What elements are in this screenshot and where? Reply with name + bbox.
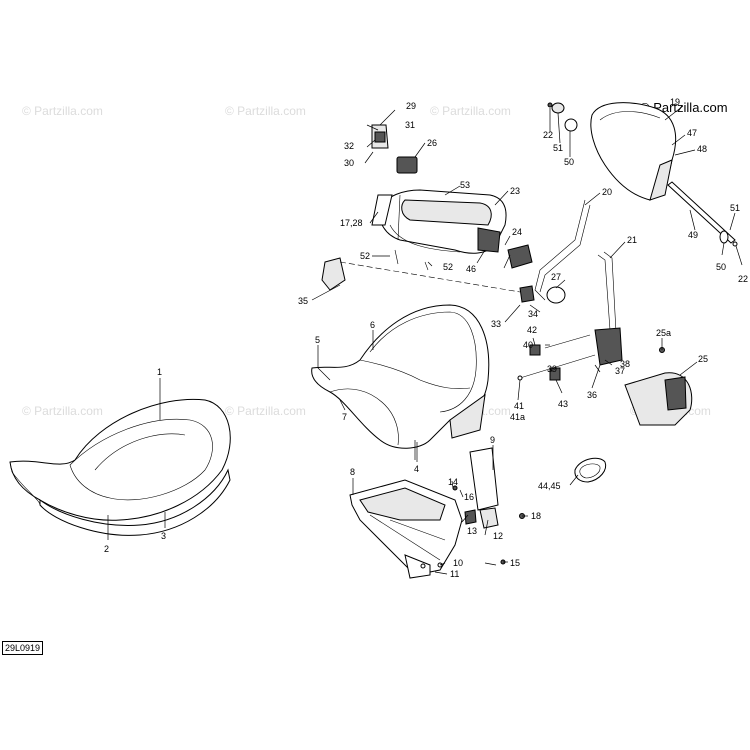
latch-36-38 [594,327,623,366]
part-27 [546,286,566,304]
callout-33: 33 [491,319,501,329]
driver-seat-assembly [9,398,231,536]
watermark: © Partzilla.com [22,404,103,418]
watermark: © Partzilla.com [430,104,511,118]
callout-36: 36 [587,390,597,400]
callout-18: 18 [531,511,541,521]
callout-13: 13 [467,526,477,536]
callout-11: 11 [450,569,459,579]
callout-4: 4 [414,464,419,474]
callout-40: 40 [523,340,533,350]
callout-29: 29 [406,101,416,111]
watermark: © Partzilla.com [225,404,306,418]
callout-2: 2 [104,544,109,554]
callout-16: 16 [464,492,474,502]
part-13 [464,509,477,525]
callout-38: 38 [620,359,630,369]
callout-27: 27 [551,272,561,282]
callout-32: 32 [344,141,354,151]
callout-1: 1 [157,367,162,377]
washer-51-top [551,102,565,114]
gasket-44-45 [574,457,607,483]
callout-51-top: 51 [553,143,563,153]
callout-53: 53 [460,180,470,190]
callout-37: 37 [615,366,625,376]
callout-19: 19 [670,97,680,107]
callout-42: 42 [527,325,537,335]
callout-50-top: 50 [564,157,574,167]
screw-52 [424,261,429,271]
part-12 [479,507,499,529]
part-24 [507,244,533,269]
callout-6: 6 [370,320,375,330]
callout-31: 31 [405,120,415,130]
screw-22-top [547,102,553,108]
callout-52-left: 52 [360,251,370,261]
callout-43: 43 [558,399,568,409]
callout-15: 15 [510,558,520,568]
callout-3: 3 [161,531,166,541]
callout-21: 21 [627,235,637,245]
callout-50-right: 50 [716,262,726,272]
callout-34: 34 [528,309,538,319]
callout-17-28: 17,28 [340,218,363,228]
callout-48: 48 [697,144,707,154]
watermark: © Partzilla.com [225,104,306,118]
clip-35 [321,257,346,291]
callout-9: 9 [490,435,495,445]
callout-41: 41 [514,401,524,411]
plate-9 [469,447,499,511]
callout-14: 14 [448,477,458,487]
callout-44-45: 44,45 [538,481,561,491]
callout-35: 35 [298,296,308,306]
callout-20: 20 [602,187,612,197]
callout-12: 12 [493,531,503,541]
part-39 [549,367,561,381]
washer-50-right [719,230,729,244]
diagram-reference-code: 29L0919 [2,641,44,655]
seat-base-frame [349,479,463,579]
callout-25: 25 [698,354,708,364]
screw-52 [394,249,399,265]
bracket-20 [534,199,586,301]
callout-26: 26 [427,138,437,148]
callout-10: 10 [453,558,463,568]
shaft-49 [667,181,736,244]
callout-5: 5 [315,335,320,345]
callout-24: 24 [512,227,522,237]
callout-22-right: 22 [738,274,748,284]
callout-41a: 41a [510,412,525,422]
callout-46: 46 [466,264,476,274]
callout-51-right: 51 [730,203,740,213]
callout-49: 49 [688,230,698,240]
callout-7: 7 [342,412,347,422]
callout-23: 23 [510,186,520,196]
passenger-seat-assembly [311,304,490,460]
callout-47: 47 [687,128,697,138]
callout-25a: 25a [656,328,671,338]
watermark: © Partzilla.com [22,104,103,118]
backrest-assembly [371,189,507,254]
callout-8: 8 [350,467,355,477]
callout-39: 39 [547,364,557,374]
callout-labels: 1 2 3 4 5 6 7 8 9 10 11 12 13 14 15 16 1… [104,97,748,579]
callout-22-top: 22 [543,130,553,140]
part-26 [396,156,418,174]
leader-lines [107,105,743,575]
callout-30: 30 [344,158,354,168]
callout-52-right: 52 [443,262,453,272]
washer-50-top [564,118,578,132]
